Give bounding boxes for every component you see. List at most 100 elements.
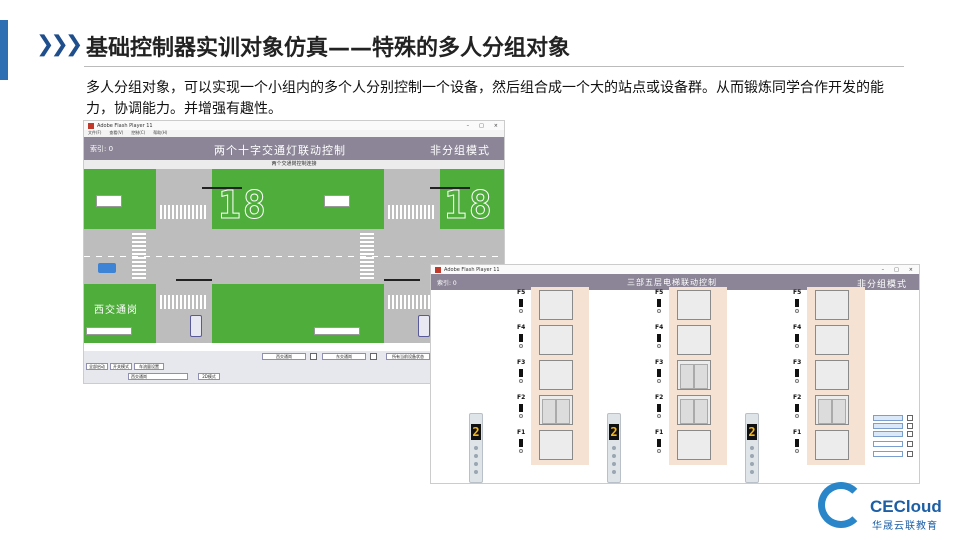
control-button[interactable]: [873, 451, 903, 457]
floor-label: F5: [793, 289, 802, 296]
call-button[interactable]: [795, 414, 799, 418]
control-checkbox[interactable]: [907, 431, 913, 437]
light-panel: [324, 195, 350, 207]
floor-indicator: [657, 299, 661, 307]
signal-pole: [430, 187, 470, 189]
floor-label: F3: [793, 359, 802, 366]
car-icon: [418, 315, 430, 337]
east-button[interactable]: 东交通岗: [322, 353, 366, 360]
call-button[interactable]: [519, 309, 523, 313]
station-input[interactable]: 西交通岗: [128, 373, 188, 380]
cabin-door: [680, 399, 694, 424]
panel-button[interactable]: [612, 470, 616, 474]
call-button[interactable]: [657, 414, 661, 418]
chevron-icon: ❯❯❯: [36, 32, 83, 57]
lane-marking: [84, 256, 504, 257]
call-button[interactable]: [657, 449, 661, 453]
floor-indicator: [795, 334, 799, 342]
call-button[interactable]: [795, 344, 799, 348]
floor-door: [677, 290, 711, 320]
panel-button[interactable]: [750, 454, 754, 458]
menu-help[interactable]: 帮助(H): [153, 130, 168, 135]
crosswalk: [388, 205, 436, 219]
floor-door: [539, 325, 573, 355]
control-checkbox[interactable]: [907, 441, 913, 447]
status-box: [86, 327, 132, 335]
start-all-button[interactable]: 全部启动: [86, 363, 108, 370]
panel-button[interactable]: [750, 470, 754, 474]
floor-indicator: [519, 334, 523, 342]
brand-subtitle: 华晟云联教育: [872, 521, 938, 532]
maximize-icon[interactable]: □: [479, 122, 484, 129]
control-checkbox[interactable]: [907, 415, 913, 421]
floor-door: [539, 360, 573, 390]
crosswalk: [160, 295, 208, 309]
menu-control[interactable]: 控制(C): [131, 130, 146, 135]
control-button[interactable]: [873, 431, 903, 437]
mode-label: 非分组模式: [856, 280, 907, 290]
call-button[interactable]: [657, 344, 661, 348]
call-button[interactable]: [519, 414, 523, 418]
mode-select[interactable]: 2D模式: [198, 373, 220, 380]
control-checkbox[interactable]: [907, 423, 913, 429]
east-checkbox[interactable]: [370, 353, 377, 360]
panel-button[interactable]: [474, 462, 478, 466]
call-button[interactable]: [519, 379, 523, 383]
floor-label: F4: [517, 324, 526, 331]
floor-label: F5: [517, 289, 526, 296]
panel-button[interactable]: [750, 462, 754, 466]
minimize-icon[interactable]: –: [466, 122, 470, 129]
flash-icon: [435, 266, 441, 273]
call-button[interactable]: [519, 344, 523, 348]
call-button[interactable]: [795, 309, 799, 313]
control-button[interactable]: [873, 441, 903, 447]
floor-label: F4: [793, 324, 802, 331]
menu-file[interactable]: 文件(F): [88, 130, 102, 135]
call-button[interactable]: [795, 449, 799, 453]
switch-mode-button[interactable]: 开关模式: [110, 363, 132, 370]
call-button[interactable]: [657, 309, 661, 313]
panel-button[interactable]: [612, 462, 616, 466]
cecloud-logo-icon: [818, 482, 864, 528]
window-titlebar: Adobe Flash Player 11 – □ ×: [84, 121, 504, 130]
floor-label: F2: [793, 394, 802, 401]
cabin-door: [542, 399, 556, 424]
control-checkbox[interactable]: [907, 451, 913, 457]
floor-door: [815, 430, 849, 460]
menu-bar: 文件(F) 查看(V) 控制(C) 帮助(H): [84, 130, 504, 137]
car-icon: [190, 315, 202, 337]
floor-indicator: [657, 369, 661, 377]
menu-view[interactable]: 查看(V): [109, 130, 124, 135]
floor-indicator: [519, 404, 523, 412]
all-status-button[interactable]: 所有当前设备状态: [386, 353, 430, 360]
west-checkbox[interactable]: [310, 353, 317, 360]
floor-label: F1: [793, 429, 802, 436]
control-button[interactable]: [873, 423, 903, 429]
signal-pole: [384, 279, 420, 281]
minimize-icon[interactable]: –: [881, 266, 885, 273]
maximize-icon[interactable]: □: [894, 266, 899, 273]
elevator-header: 索引: 0 三部五层电梯联动控制 非分组模式: [431, 274, 919, 290]
call-button[interactable]: [519, 449, 523, 453]
countdown-display-left: 18: [218, 183, 268, 228]
cabin-door: [832, 399, 846, 424]
panel-button[interactable]: [750, 446, 754, 450]
close-icon[interactable]: ×: [908, 266, 913, 273]
control-button[interactable]: [873, 415, 903, 421]
traffic-flow-button[interactable]: 车流量设置: [134, 363, 164, 370]
elevator-title: 三部五层电梯联动控制: [627, 278, 717, 287]
signal-pole: [176, 279, 212, 281]
west-button[interactable]: 西交通岗: [262, 353, 306, 360]
panel-button[interactable]: [612, 446, 616, 450]
panel-button[interactable]: [612, 454, 616, 458]
traffic-title: 两个十字交通灯联动控制: [214, 144, 346, 157]
panel-button[interactable]: [474, 454, 478, 458]
floor-indicator: [519, 369, 523, 377]
call-button[interactable]: [657, 379, 661, 383]
call-button[interactable]: [795, 379, 799, 383]
panel-button[interactable]: [474, 470, 478, 474]
panel-button[interactable]: [474, 446, 478, 450]
close-icon[interactable]: ×: [493, 122, 498, 129]
